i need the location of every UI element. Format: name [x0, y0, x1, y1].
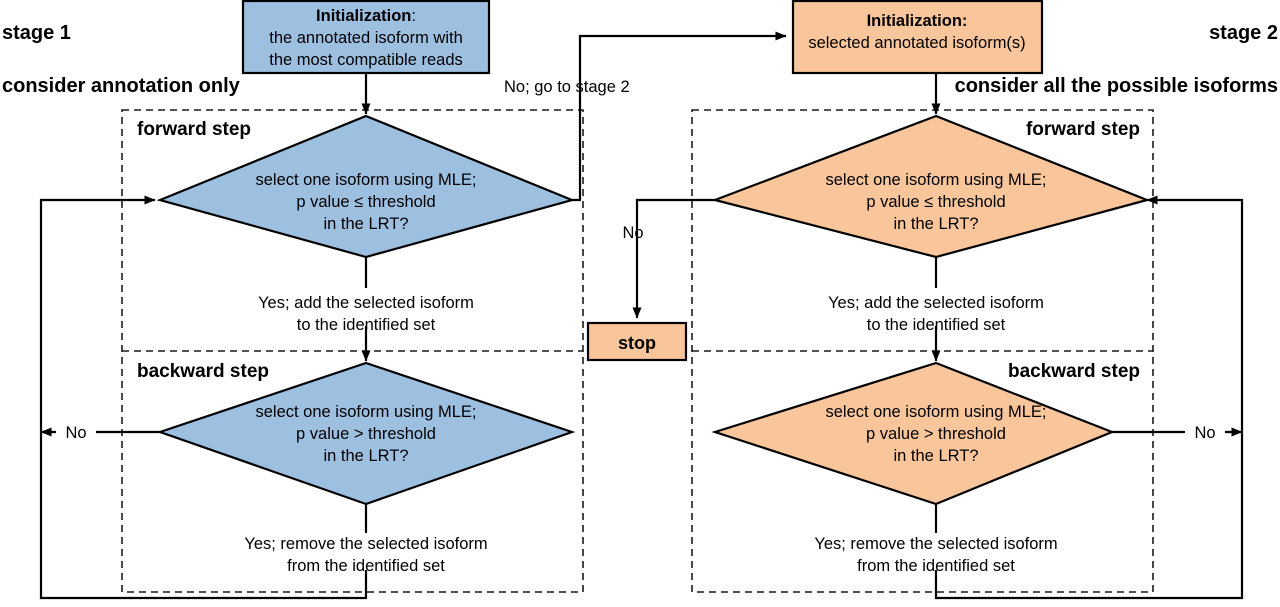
- stage-1-backward-decision-diamond: [156, 361, 576, 506]
- stage-1-forward-decision-line2: p value ≤ threshold: [296, 193, 435, 211]
- edge-label-s2-backward-yes-1: Yes; remove the selected isoform: [814, 535, 1057, 553]
- stage-2-backward-decision-line1: select one isoform using MLE;: [825, 403, 1046, 421]
- stage-2-backward-decision-diamond: [711, 361, 1115, 506]
- stage-1-forward-step-label: forward step: [137, 119, 251, 140]
- stage-1-backward-step-label: backward step: [137, 361, 269, 382]
- edge-label-s2-backward-no: No: [1194, 424, 1215, 442]
- edge-label-s1-forward-yes-2: to the identified set: [297, 316, 436, 334]
- stage-1-initialization-box: [241, 0, 491, 75]
- stage-2-subtitle: consider all the possible isoforms: [955, 75, 1278, 97]
- stage-1-label: stage 1: [2, 22, 71, 44]
- stage-2-backward-decision-line2: p value > threshold: [866, 425, 1006, 443]
- edge-s2-backward-yes-loop-to-forward: [934, 195, 1244, 600]
- stage-1-forward-decision-node[interactable]: select one isoform using MLE; p value ≤ …: [156, 114, 576, 259]
- stage-2-forward-decision-line2: p value ≤ threshold: [866, 193, 1005, 211]
- edge-label-s2-forward-yes-1: Yes; add the selected isoform: [828, 294, 1044, 312]
- stage-1-forward-decision-line1: select one isoform using MLE;: [255, 171, 476, 189]
- stage-2-initialization-line2: selected annotated isoform(s): [808, 34, 1025, 52]
- edge-label-s2-forward-yes-2: to the identified set: [867, 316, 1006, 334]
- stage-1-backward-decision-line3: in the LRT?: [324, 447, 409, 465]
- stage-2-initialization-title: Initialization:: [867, 12, 968, 30]
- stage-2-forward-decision-node[interactable]: select one isoform using MLE; p value ≤ …: [711, 114, 1151, 259]
- stage-2-backward-step-label: backward step: [1008, 361, 1140, 382]
- edge-label-s1-backward-no-bg: [56, 421, 96, 442]
- edge-label-s2-backward-no-bg: [1185, 421, 1225, 442]
- edge-s2-forward-no-to-stop: [632, 198, 715, 319]
- edge-s1-forward-no-to-stage2: [572, 31, 787, 202]
- stage-2-initialization-box: [791, 0, 1044, 75]
- stage-2-forward-decision-diamond: [711, 114, 1151, 259]
- stage-2-initialization-node[interactable]: Initialization: selected annotated isofo…: [791, 0, 1044, 75]
- stage-1-initialization-title: Initialization:: [316, 7, 416, 25]
- stage-2-backward-decision-node[interactable]: select one isoform using MLE; p value > …: [711, 361, 1115, 506]
- edge-label-s2-forward-no: No: [622, 224, 643, 242]
- stage-1-backward-decision-line1: select one isoform using MLE;: [255, 403, 476, 421]
- edge-s1-backward-yes-loop-to-forward: [39, 195, 368, 600]
- stage-1-forward-decision-diamond: [156, 114, 576, 259]
- stop-box: [586, 321, 688, 362]
- stage-1-initialization-line2: the annotated isoform with: [269, 29, 463, 47]
- stage-2-forward-decision-line1: select one isoform using MLE;: [825, 171, 1046, 189]
- edge-label-s1-backward-yes-2: from the identified set: [287, 557, 445, 575]
- stage-2-label: stage 2: [1209, 22, 1278, 44]
- edge-label-s1-backward-no: No: [65, 424, 86, 442]
- stage-1-initialization-node[interactable]: Initialization: the annotated isoform wi…: [241, 0, 491, 75]
- edge-label-s1-forward-yes-1: Yes; add the selected isoform: [258, 294, 474, 312]
- stage-2-backward-decision-line3: in the LRT?: [894, 447, 979, 465]
- stop-label: stop: [618, 333, 656, 353]
- edge-label-s1-forward-no: No; go to stage 2: [504, 78, 630, 96]
- edge-label-s2-backward-yes-2: from the identified set: [857, 557, 1015, 575]
- stage-2-forward-decision-line3: in the LRT?: [894, 215, 979, 233]
- stage-1-backward-decision-line2: p value > threshold: [296, 425, 436, 443]
- stage-1-backward-decision-node[interactable]: select one isoform using MLE; p value > …: [156, 361, 576, 506]
- stage-2-forward-step-label: forward step: [1026, 119, 1140, 140]
- stop-node[interactable]: stop: [586, 321, 688, 362]
- stage-1-forward-decision-line3: in the LRT?: [324, 215, 409, 233]
- stage-1-initialization-line3: the most compatible reads: [269, 51, 463, 69]
- stage-1-subtitle: consider annotation only: [2, 75, 241, 97]
- edge-label-s1-backward-yes-1: Yes; remove the selected isoform: [244, 535, 487, 553]
